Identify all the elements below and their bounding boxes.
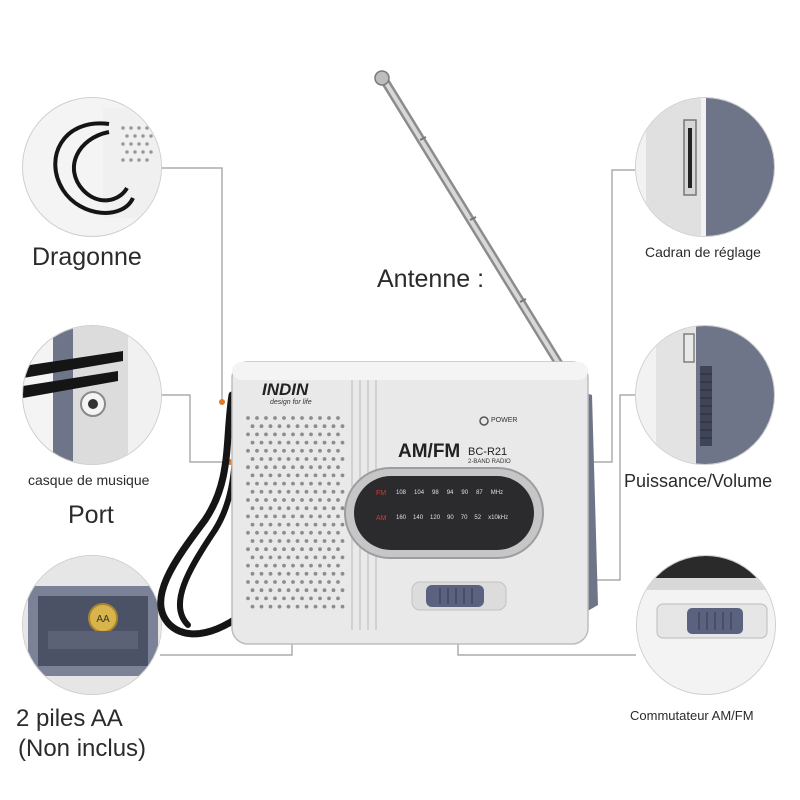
speaker-grille (246, 416, 345, 609)
band-label: AM/FM (398, 441, 461, 462)
power-label: POWER (491, 417, 518, 424)
fm-unit: MHz (490, 490, 504, 496)
fm-scale: 108 104 98 94 90 87 MHz (396, 490, 503, 496)
fm-tick: 87 (476, 490, 483, 496)
commutateur-label: Commutateur AM/FM (630, 708, 754, 723)
fm-tick: 98 (432, 490, 439, 496)
headphone-jack-icon (23, 326, 161, 464)
strap-detail-image (22, 97, 162, 237)
am-scale: 160 140 120 90 70 52 x10kHz (396, 515, 508, 521)
piles-label-line1: 2 piles AA (16, 705, 123, 732)
battery-icon: AA (23, 556, 161, 694)
port-label: Port (68, 501, 114, 529)
casque-label: casque de musique (28, 472, 150, 488)
cadran-label: Cadran de réglage (645, 244, 761, 260)
piles-label-line2: (Non inclus) (18, 735, 147, 762)
fm-band-label: FM (376, 490, 387, 497)
am-band-label: AM (376, 515, 387, 522)
am-tick: 52 (474, 515, 482, 521)
fm-tick: 90 (461, 490, 469, 496)
fm-tick: 94 (446, 490, 454, 496)
power-volume-image (635, 325, 775, 465)
brand-tagline: design for life (270, 399, 312, 406)
band-switch-image (636, 555, 776, 695)
brand-logo: INDIN (262, 380, 309, 399)
battery-compartment-image: AA (22, 555, 162, 695)
am-tick: 70 (460, 515, 468, 521)
dragonne-label: Dragonne (32, 243, 142, 271)
strap-loop-illustration (53, 108, 161, 218)
am-tick: 160 (396, 515, 407, 521)
fm-tick: 104 (414, 490, 425, 496)
puissance-label: Puissance/Volume (624, 471, 773, 491)
telescopic-antenna (374, 70, 577, 390)
headphone-port-image (22, 325, 162, 465)
model-label: BC-R21 (468, 446, 508, 458)
tuning-dial-image (635, 97, 775, 237)
volume-wheel-illustration (636, 326, 774, 464)
model-sub-label: 2-BAND RADIO (468, 459, 511, 465)
band-switch-illustration (637, 556, 775, 694)
am-tick: 140 (413, 515, 424, 521)
tuning-dial-illustration (636, 98, 774, 236)
am-tick: 90 (447, 515, 454, 521)
am-tick: 120 (430, 515, 441, 521)
am-unit: x10kHz (488, 515, 509, 521)
battery-label: AA (96, 614, 110, 625)
fm-tick: 108 (396, 490, 407, 496)
antenne-label: Antenne : (377, 265, 485, 293)
